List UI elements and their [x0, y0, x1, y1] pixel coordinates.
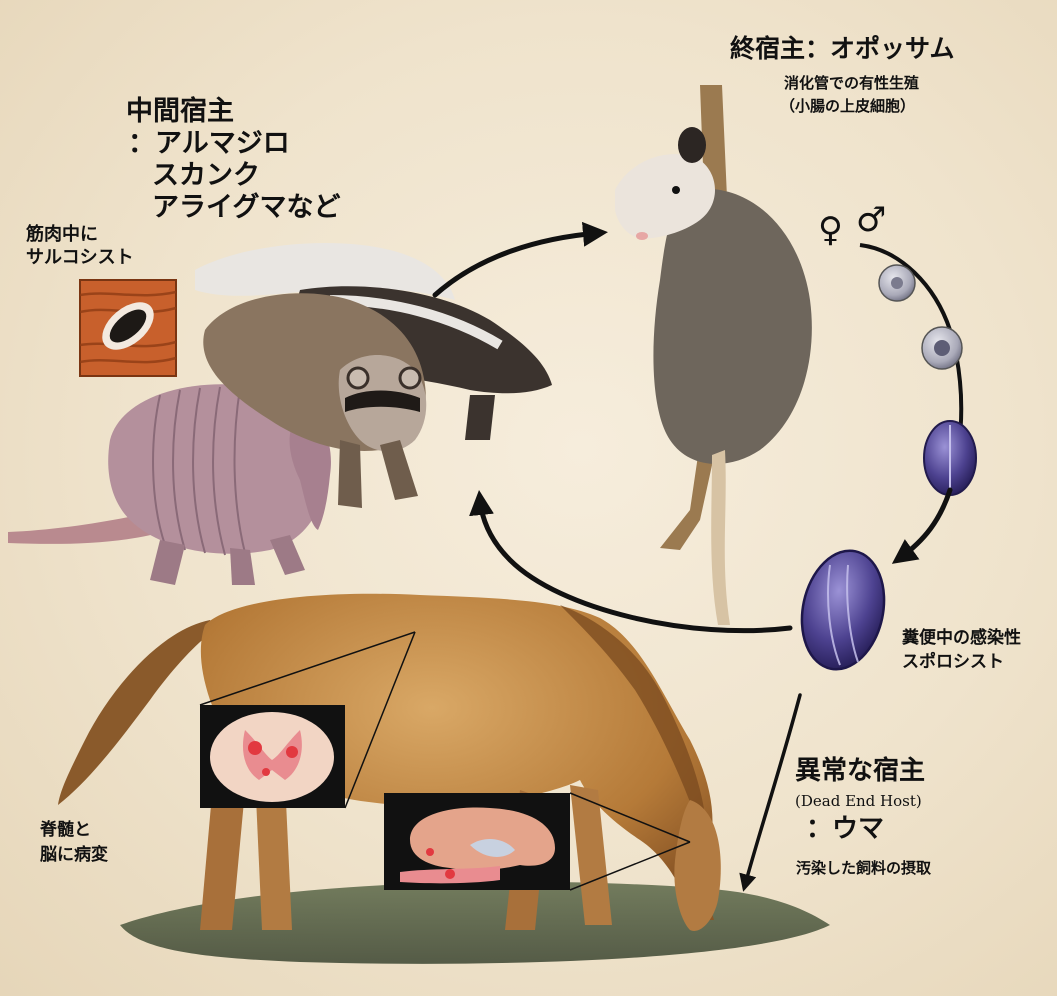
arrow-icon [900, 490, 950, 558]
male-symbol-icon: ♂ [856, 200, 886, 240]
opossum-tail [711, 450, 730, 625]
oocyst-sequence [791, 245, 976, 677]
lesion-label-line2: 脳に病変 [40, 845, 108, 865]
intermediate-host-line3: アライグマなど [152, 192, 340, 224]
horse-label: ：ウマ [806, 814, 884, 845]
intermediate-host-line2: スカンク [152, 160, 260, 192]
aberrant-host-label: 異常な宿主 [795, 756, 925, 787]
muscle-sarcocyst-inset [80, 280, 176, 376]
sexual-reproduction-label: 消化管での有性生殖 [784, 75, 919, 93]
horse-tail [58, 620, 215, 805]
infective-sporocyst [791, 543, 894, 677]
sarcocyst-label-line2: サルコシスト [26, 247, 134, 268]
intermediate-host-line1: ：アルマジロ [128, 128, 290, 160]
sporocyst-label-line1: 糞便中の感染性 [902, 628, 1021, 648]
arrow-icon [745, 695, 800, 885]
opossum-illustration [615, 85, 812, 625]
arrow-icon [435, 233, 598, 295]
sarcocyst-label-line1: 筋肉中に [26, 224, 98, 245]
lesion-label-line1: 脊髄と [40, 820, 91, 840]
definitive-host-label: 終宿主：オポッサム [730, 34, 955, 64]
ingestion-label: 汚染した飼料の摂取 [796, 860, 931, 878]
intermediate-host-title: 中間宿主 [126, 96, 234, 128]
intestine-cells-label: （小腸の上皮細胞） [780, 98, 915, 116]
sporocyst-label-line2: スポロシスト [902, 652, 1004, 672]
female-symbol-icon: ♀ [818, 210, 843, 250]
dead-end-host-label: (Dead End Host) [795, 793, 922, 811]
